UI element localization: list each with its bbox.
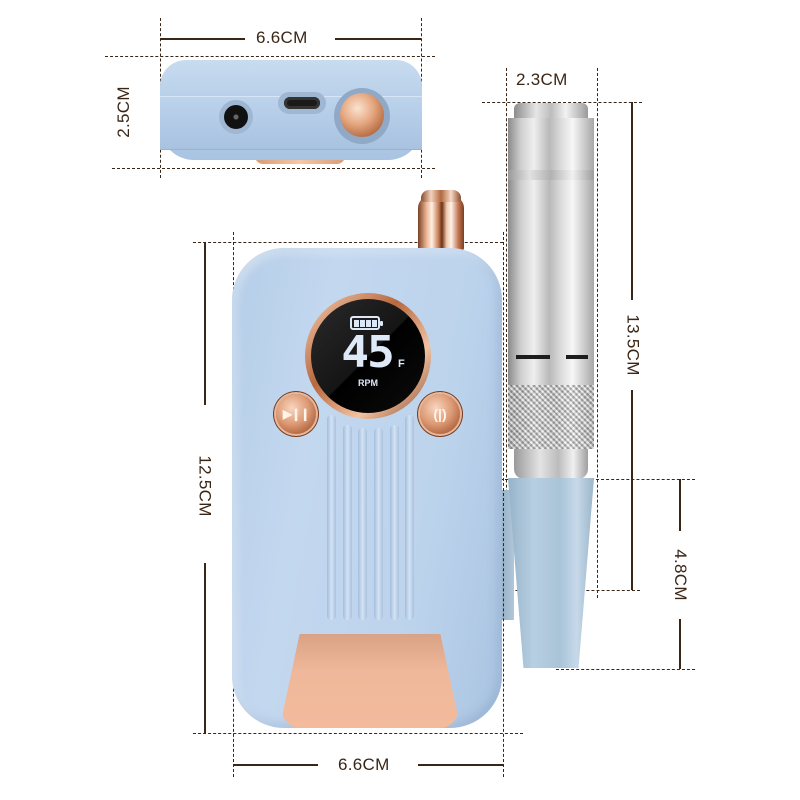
- battery-icon: [350, 316, 383, 330]
- front-width-line-left: [233, 764, 318, 766]
- speed-readout: 45: [341, 327, 395, 378]
- top-width-label: 6.6CM: [252, 28, 312, 48]
- direction-icon: (|): [433, 406, 447, 422]
- handpiece-length-line-bottom: [631, 390, 633, 590]
- foot-pad-surface: [282, 634, 458, 728]
- holder-top-guide: [500, 479, 695, 480]
- handpiece-socket-pin: [418, 190, 464, 250]
- play-pause-icon: ▶❙❙: [282, 407, 310, 421]
- top-height-label: 2.5CM: [113, 82, 134, 142]
- top-view-bottom-guide: [112, 168, 435, 169]
- front-top-guide: [193, 242, 503, 243]
- body-groove: [405, 415, 414, 620]
- handpiece-knurled-grip: [508, 385, 594, 449]
- body-groove: [358, 428, 367, 620]
- handpiece-ring: [508, 170, 594, 180]
- dc-power-jack-icon: [219, 100, 253, 134]
- rpm-unit-label: RPM: [358, 378, 378, 388]
- holder-height-label: 4.8CM: [669, 545, 690, 605]
- front-height-line-top: [204, 243, 206, 405]
- rose-gold-foot-pad: [282, 634, 458, 728]
- handpiece-lock-slot: [566, 355, 588, 359]
- top-width-line-left: [160, 38, 245, 40]
- direction-button[interactable]: (|): [420, 394, 460, 434]
- front-height-line-bottom: [204, 563, 206, 733]
- handpiece-body: [508, 118, 594, 390]
- handpiece-diameter-label: 2.3CM: [512, 70, 572, 90]
- holder-height-line-top: [679, 479, 681, 531]
- handpiece-length-label: 13.5CM: [622, 310, 643, 380]
- handpiece-neck: [514, 449, 588, 479]
- top-view-device: [160, 60, 422, 166]
- handpiece-holder: [508, 478, 594, 668]
- play-pause-button[interactable]: ▶❙❙: [276, 394, 316, 434]
- top-view-top-guide: [105, 56, 435, 57]
- handpiece-lock-slot: [516, 355, 550, 359]
- front-height-label: 12.5CM: [194, 451, 215, 521]
- front-width-line-right: [418, 764, 503, 766]
- display-screen: [311, 299, 425, 413]
- body-groove: [390, 425, 399, 620]
- holder-bottom-guide: [556, 669, 695, 670]
- front-right-guide: [503, 232, 504, 777]
- handpiece-left-guide: [506, 68, 507, 598]
- usb-c-port-icon: [278, 92, 326, 114]
- handpiece-right-guide: [597, 68, 598, 598]
- holder-height-line-bottom: [679, 619, 681, 669]
- handpiece-length-line-top: [631, 102, 633, 300]
- body-groove: [374, 428, 383, 620]
- front-width-label: 6.6CM: [334, 755, 394, 775]
- holder-clip: [498, 490, 514, 620]
- handpiece-socket-knob: [340, 93, 384, 137]
- body-groove: [343, 425, 352, 620]
- mode-indicator: F: [398, 358, 405, 370]
- body-groove: [327, 415, 336, 620]
- top-view-pedal-edge: [255, 156, 345, 164]
- front-bottom-guide: [193, 733, 523, 734]
- top-width-line-right: [335, 38, 421, 40]
- handpiece-top-guide: [482, 102, 642, 103]
